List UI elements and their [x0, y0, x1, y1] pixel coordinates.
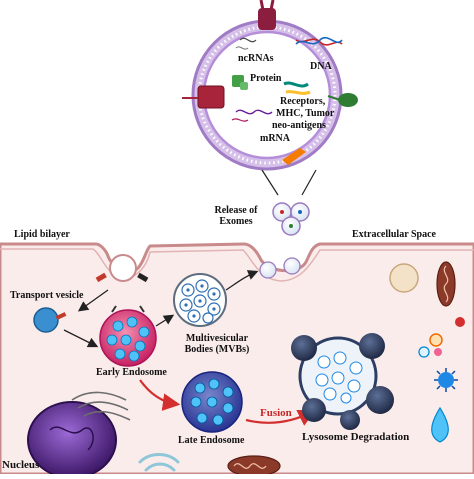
multivesicular-body — [173, 273, 227, 327]
golgi-apparatus — [138, 453, 180, 472]
released-exosome-cluster — [272, 202, 310, 236]
label-release-line2: Exomes — [219, 215, 253, 227]
spiky-particle — [434, 368, 458, 392]
lysosome-complex — [291, 333, 394, 430]
label-neo-antigens: neo-antigens — [272, 120, 326, 131]
label-fusion: Fusion — [260, 407, 292, 419]
label-mvb-line1: Multivesicular — [185, 333, 249, 344]
label-extracellular-space: Extracellular Space — [352, 229, 436, 240]
vesicle-pink-dot — [434, 348, 442, 356]
label-mrna: mRNA — [260, 133, 290, 144]
label-release-line1: Release of — [214, 205, 258, 216]
mitochondrion-right — [436, 261, 456, 307]
early-endosome — [99, 305, 157, 367]
arrow-bud-to-vesicle — [77, 289, 109, 312]
label-lysosome-degradation: Lysosome Degradation — [302, 431, 410, 443]
label-protein: Protein — [250, 73, 282, 84]
label-early-endosome: Early Endosome — [96, 367, 167, 378]
vesicle-orange-ring — [429, 333, 443, 347]
label-lipid-bilayer: Lipid bilayer — [14, 229, 70, 240]
budding-vesicle — [109, 254, 137, 282]
endoplasmic-reticulum — [71, 391, 131, 421]
arrow-early-to-late — [139, 379, 181, 411]
label-release: Release of Exomes — [196, 205, 276, 227]
exocytosis-vesicles — [259, 257, 301, 279]
label-mvb: Multivesicular Bodies (MVBs) — [172, 333, 262, 355]
arrow-early-to-mvb — [155, 314, 175, 327]
label-late-endosome: Late Endosome — [178, 435, 245, 446]
label-mhc: MHC, Tumor — [276, 108, 335, 119]
mitochondrion-bottom — [227, 455, 281, 477]
label-dna: DNA — [310, 61, 332, 72]
membrane-inner-line — [0, 248, 474, 282]
label-mvb-line2: Bodies (MVBs) — [184, 343, 250, 355]
transport-vesicle — [33, 307, 67, 333]
label-receptors: Receptors, — [280, 96, 326, 107]
arrow-vesicle-to-early — [63, 329, 99, 348]
receptor-marker-left — [95, 272, 107, 283]
label-ncrnas: ncRNAs — [238, 53, 274, 64]
vesicle-tan — [389, 263, 419, 293]
zoom-connector — [261, 169, 317, 196]
label-transport-vesicle: Transport vesicle — [10, 290, 84, 301]
droplet — [431, 406, 449, 443]
label-nucleus: Nucleus — [2, 459, 40, 471]
arrow-mvb-to-membrane — [225, 270, 259, 291]
nucleus — [27, 401, 117, 479]
late-endosome — [181, 371, 243, 433]
vesicle-red-dot — [455, 317, 465, 327]
exosome-large — [182, 0, 358, 171]
vesicle-blue-ring — [418, 346, 430, 358]
receptor-marker-right — [137, 272, 149, 283]
